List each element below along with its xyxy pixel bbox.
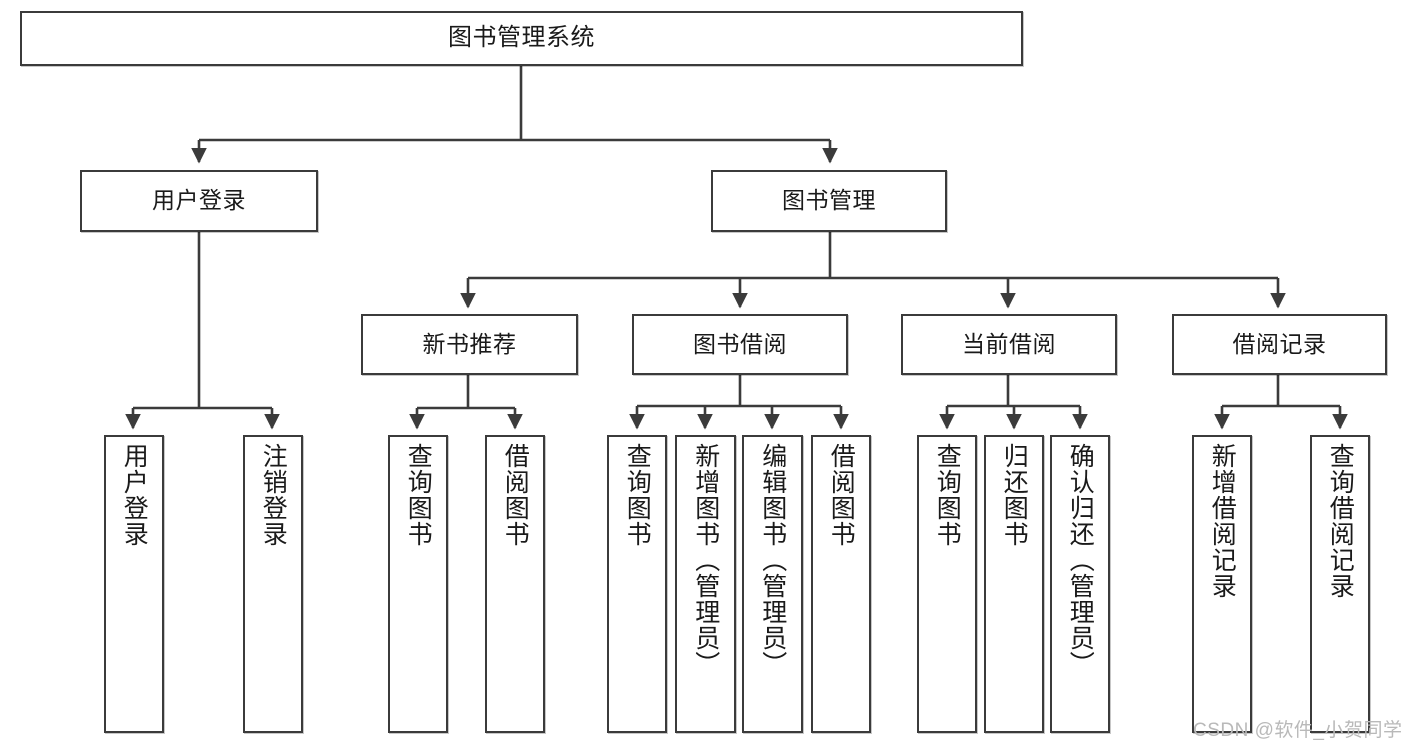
leaf-query-book-new[interactable]: 查询图书: [388, 435, 448, 733]
node-label: 借阅图书: [827, 443, 856, 547]
leaf-add-book-admin[interactable]: 新增图书（管理员）: [675, 435, 736, 733]
csdn-watermark: CSDN @软件_小贺同学: [1193, 720, 1403, 741]
node-label: 编辑图书（管理员）: [758, 443, 787, 677]
node-label: 查询图书: [623, 443, 652, 547]
node-label: 新增图书（管理员）: [691, 443, 720, 677]
leaf-confirm-return-admin[interactable]: 确认归还（管理员）: [1050, 435, 1110, 733]
node-label: 图书管理: [782, 187, 876, 214]
leaf-query-book-borrow[interactable]: 查询图书: [607, 435, 667, 733]
node-new-book-recommend[interactable]: 新书推荐: [361, 314, 578, 375]
node-user-login[interactable]: 用户登录: [80, 170, 318, 232]
node-label: 当前借阅: [962, 330, 1056, 357]
node-label: 借阅记录: [1232, 330, 1327, 357]
leaf-borrow-book[interactable]: 借阅图书: [811, 435, 871, 733]
node-label: 用户登录: [152, 187, 246, 214]
leaf-user-login[interactable]: 用户登录: [104, 435, 164, 733]
node-label: 新书推荐: [422, 330, 517, 357]
node-book-borrow[interactable]: 图书借阅: [632, 314, 848, 375]
leaf-query-borrow-record[interactable]: 查询借阅记录: [1310, 435, 1370, 733]
leaf-edit-book-admin[interactable]: 编辑图书（管理员）: [742, 435, 803, 733]
node-label: 查询图书: [933, 443, 962, 547]
node-label: 用户登录: [120, 443, 149, 547]
node-label: 查询借阅记录: [1326, 443, 1355, 599]
node-root-system[interactable]: 图书管理系统: [20, 11, 1023, 66]
node-borrow-record[interactable]: 借阅记录: [1172, 314, 1387, 375]
node-label: 确认归还（管理员）: [1066, 443, 1095, 677]
node-book-management[interactable]: 图书管理: [711, 170, 947, 232]
node-current-borrow[interactable]: 当前借阅: [901, 314, 1117, 375]
node-label: 新增借阅记录: [1208, 443, 1237, 599]
node-label: 注销登录: [259, 443, 288, 547]
leaf-user-logout[interactable]: 注销登录: [243, 435, 303, 733]
node-label: 借阅图书: [501, 443, 530, 547]
node-label: 查询图书: [404, 443, 433, 547]
node-label: 归还图书: [1000, 443, 1029, 547]
node-label: 图书管理系统: [448, 24, 595, 52]
leaf-return-book[interactable]: 归还图书: [984, 435, 1044, 733]
leaf-add-borrow-record[interactable]: 新增借阅记录: [1192, 435, 1252, 733]
node-label: 图书借阅: [693, 330, 787, 357]
leaf-query-book-current[interactable]: 查询图书: [917, 435, 977, 733]
leaf-borrow-book-new[interactable]: 借阅图书: [485, 435, 545, 733]
